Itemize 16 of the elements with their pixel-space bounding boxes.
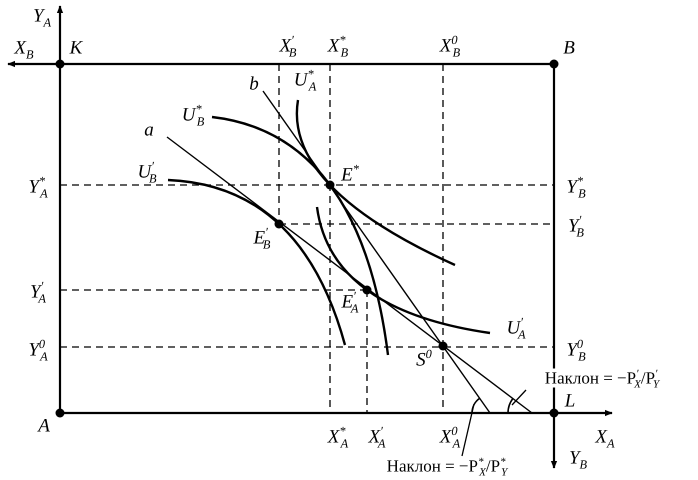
- axis-label: Y$_{A}$: [32, 6, 52, 26]
- axis-label: X$_{A}$: [595, 428, 615, 446]
- axis-label: Y$_{B}$: [568, 448, 588, 468]
- leader-line: [512, 390, 526, 406]
- angle-arc: [507, 398, 514, 414]
- line-label: a: [144, 120, 154, 140]
- point-label: E$^{*}$: [341, 166, 359, 184]
- angle-arc: [471, 398, 480, 414]
- corner-label: A: [38, 416, 50, 436]
- corner-label: K: [70, 38, 82, 58]
- corner-label: B: [563, 38, 575, 58]
- leader-line: [461, 404, 475, 456]
- corner-label: L: [564, 392, 576, 410]
- line-label: b: [249, 74, 259, 94]
- point-label: S$^{0}$: [416, 350, 432, 370]
- axis-label: X$_{B}$: [14, 38, 34, 58]
